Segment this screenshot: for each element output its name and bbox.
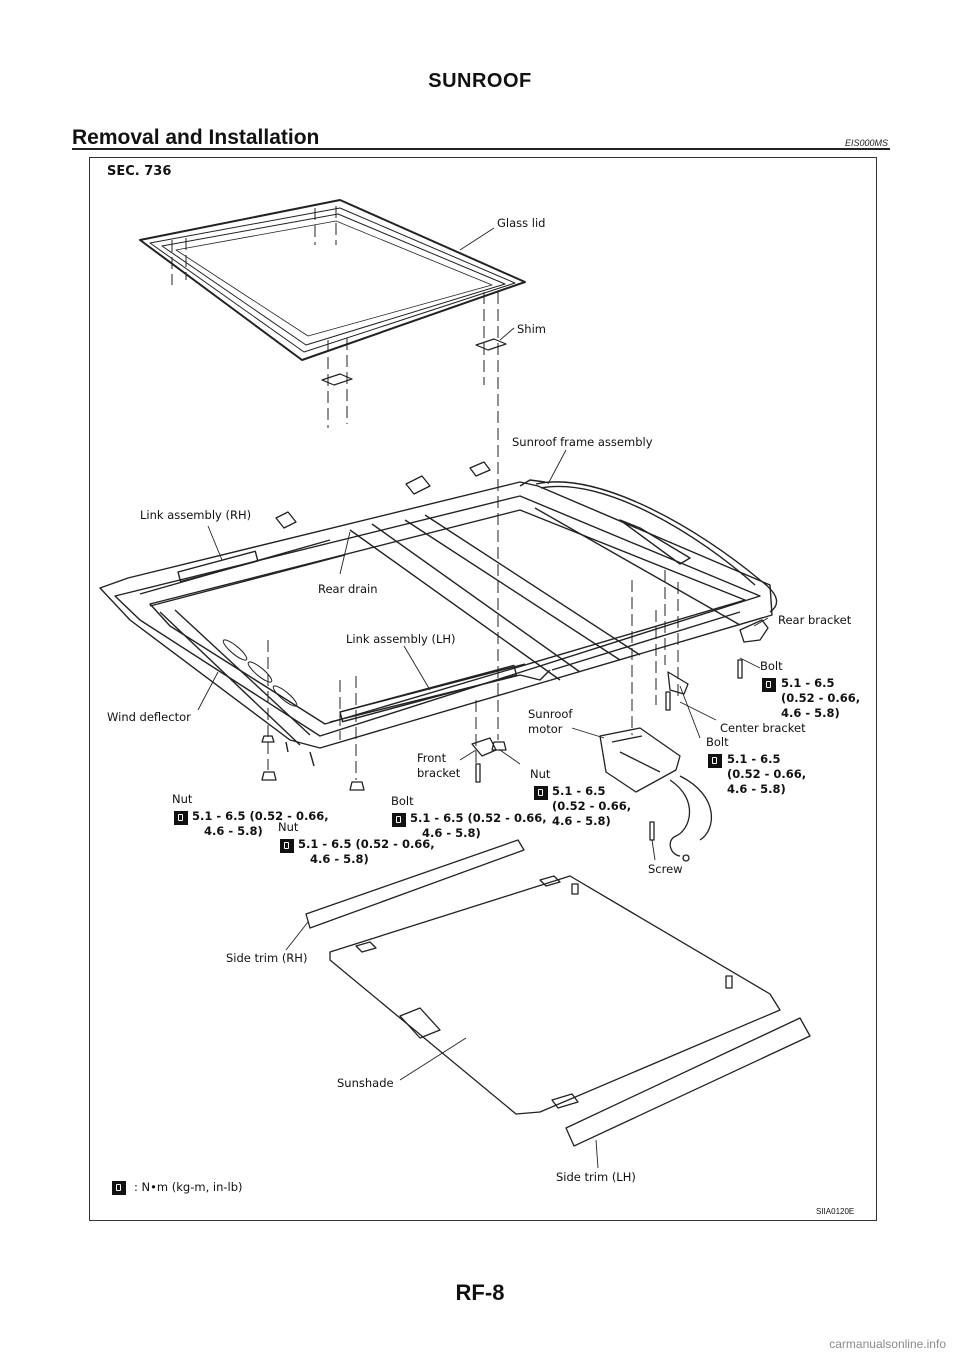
- torque-icon: [112, 1181, 126, 1195]
- torque-nut-center: 5.1 - 6.5 (0.52 - 0.66, 4.6 - 5.8): [298, 837, 435, 866]
- label-sunroof-motor: Sunroof motor: [528, 707, 573, 736]
- torque-nut-motor: 5.1 - 6.5 (0.52 - 0.66, 4.6 - 5.8): [552, 784, 632, 828]
- torque-icon: [762, 678, 776, 692]
- page-number: RF-8: [455, 1280, 505, 1305]
- side-trim-lh-drawing: [565, 1017, 811, 1147]
- label-rear-drain: Rear drain: [318, 582, 378, 596]
- label-frame-assembly: Sunroof frame assembly: [512, 435, 653, 449]
- label-side-trim-rh: Side trim (RH): [226, 951, 308, 965]
- section-title: Removal and Installation: [72, 126, 320, 149]
- torque-icon: [534, 786, 548, 800]
- label-link-assembly-lh: Link assembly (LH): [346, 632, 456, 646]
- torque-bolt-rear: 5.1 - 6.5 (0.52 - 0.66, 4.6 - 5.8): [781, 676, 861, 720]
- torque-legend: : N•m (kg-m, in-lb): [134, 1180, 243, 1194]
- torque-bolt-front: 5.1 - 6.5 (0.52 - 0.66, 4.6 - 5.8): [410, 811, 547, 840]
- label-side-trim-lh: Side trim (LH): [556, 1170, 636, 1184]
- label-wind-deflector: Wind deflector: [107, 710, 191, 724]
- title-rule: [72, 148, 890, 150]
- label-nut-center: Nut: [278, 820, 299, 834]
- label-bolt-center: Bolt: [706, 735, 729, 749]
- watermark: carmanualsonline.info: [829, 1337, 946, 1351]
- sunshade-drawing: [329, 875, 781, 1115]
- glass-lid-drawing: [139, 199, 526, 361]
- label-nut-motor: Nut: [530, 767, 551, 781]
- side-trim-rh-drawing: [305, 839, 525, 929]
- label-bolt-rear: Bolt: [760, 659, 783, 673]
- sunroof-motor-drawing: [599, 727, 713, 862]
- page-header: SUNROOF: [428, 70, 532, 92]
- label-sunshade: Sunshade: [337, 1076, 394, 1090]
- label-bolt-front: Bolt: [391, 794, 414, 808]
- label-shim: Shim: [517, 322, 546, 336]
- label-link-assembly-rh: Link assembly (RH): [140, 508, 252, 522]
- figure-code: SIIA0120E: [816, 1207, 855, 1216]
- torque-nut-left: 5.1 - 6.5 (0.52 - 0.66, 4.6 - 5.8): [192, 809, 329, 838]
- sunroof-frame-drawing: [99, 479, 778, 767]
- torque-icon: [392, 813, 406, 827]
- section-code: EIS000MS: [844, 138, 888, 148]
- torque-icon: [174, 811, 188, 825]
- label-glass-lid: Glass lid: [497, 216, 546, 230]
- label-screw: Screw: [648, 862, 683, 876]
- label-nut-left: Nut: [172, 792, 193, 806]
- label-front-bracket: Front bracket: [417, 751, 461, 780]
- torque-bolt-center: 5.1 - 6.5 (0.52 - 0.66, 4.6 - 5.8): [727, 752, 807, 796]
- torque-icon: [280, 839, 294, 853]
- torque-icon: [708, 754, 722, 768]
- figure-frame: [89, 157, 877, 1221]
- label-rear-bracket: Rear bracket: [778, 613, 852, 627]
- section-number: SEC. 736: [107, 164, 172, 179]
- label-center-bracket: Center bracket: [720, 721, 806, 735]
